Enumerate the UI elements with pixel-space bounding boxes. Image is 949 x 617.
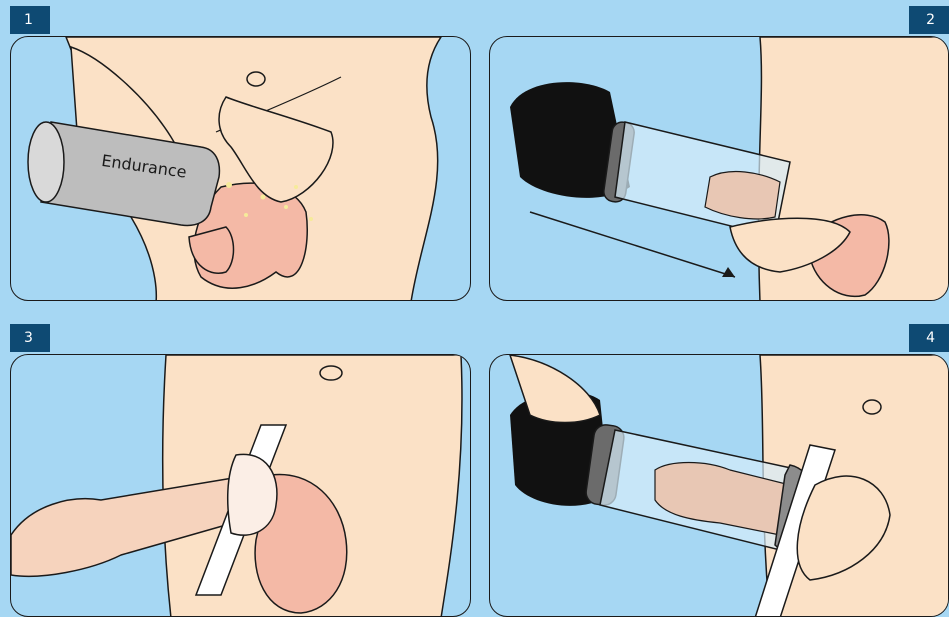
constriction-ring <box>228 454 277 535</box>
step-2-badge: 2 <box>909 6 949 34</box>
step-3-panel <box>10 354 471 617</box>
step-number: 3 <box>24 330 33 346</box>
step-4-badge: 4 <box>909 324 949 352</box>
navel <box>863 400 881 414</box>
step-1-badge: 1 <box>10 6 50 34</box>
step-3-illustration <box>11 355 471 617</box>
step-number: 4 <box>926 330 935 346</box>
direction-arrow <box>530 212 735 277</box>
step-number: 2 <box>926 12 935 28</box>
navel <box>320 366 342 380</box>
step-3-badge: 3 <box>10 324 50 352</box>
step-1-panel: Endurance <box>10 36 471 301</box>
navel <box>247 72 265 86</box>
step-4-panel <box>489 354 949 617</box>
step-2-panel <box>489 36 949 301</box>
step-2-illustration <box>490 37 949 301</box>
step-1-illustration: Endurance <box>11 37 471 301</box>
penis-in-cylinder <box>705 172 780 219</box>
step-number: 1 <box>24 12 33 28</box>
step-4-illustration <box>490 355 949 617</box>
